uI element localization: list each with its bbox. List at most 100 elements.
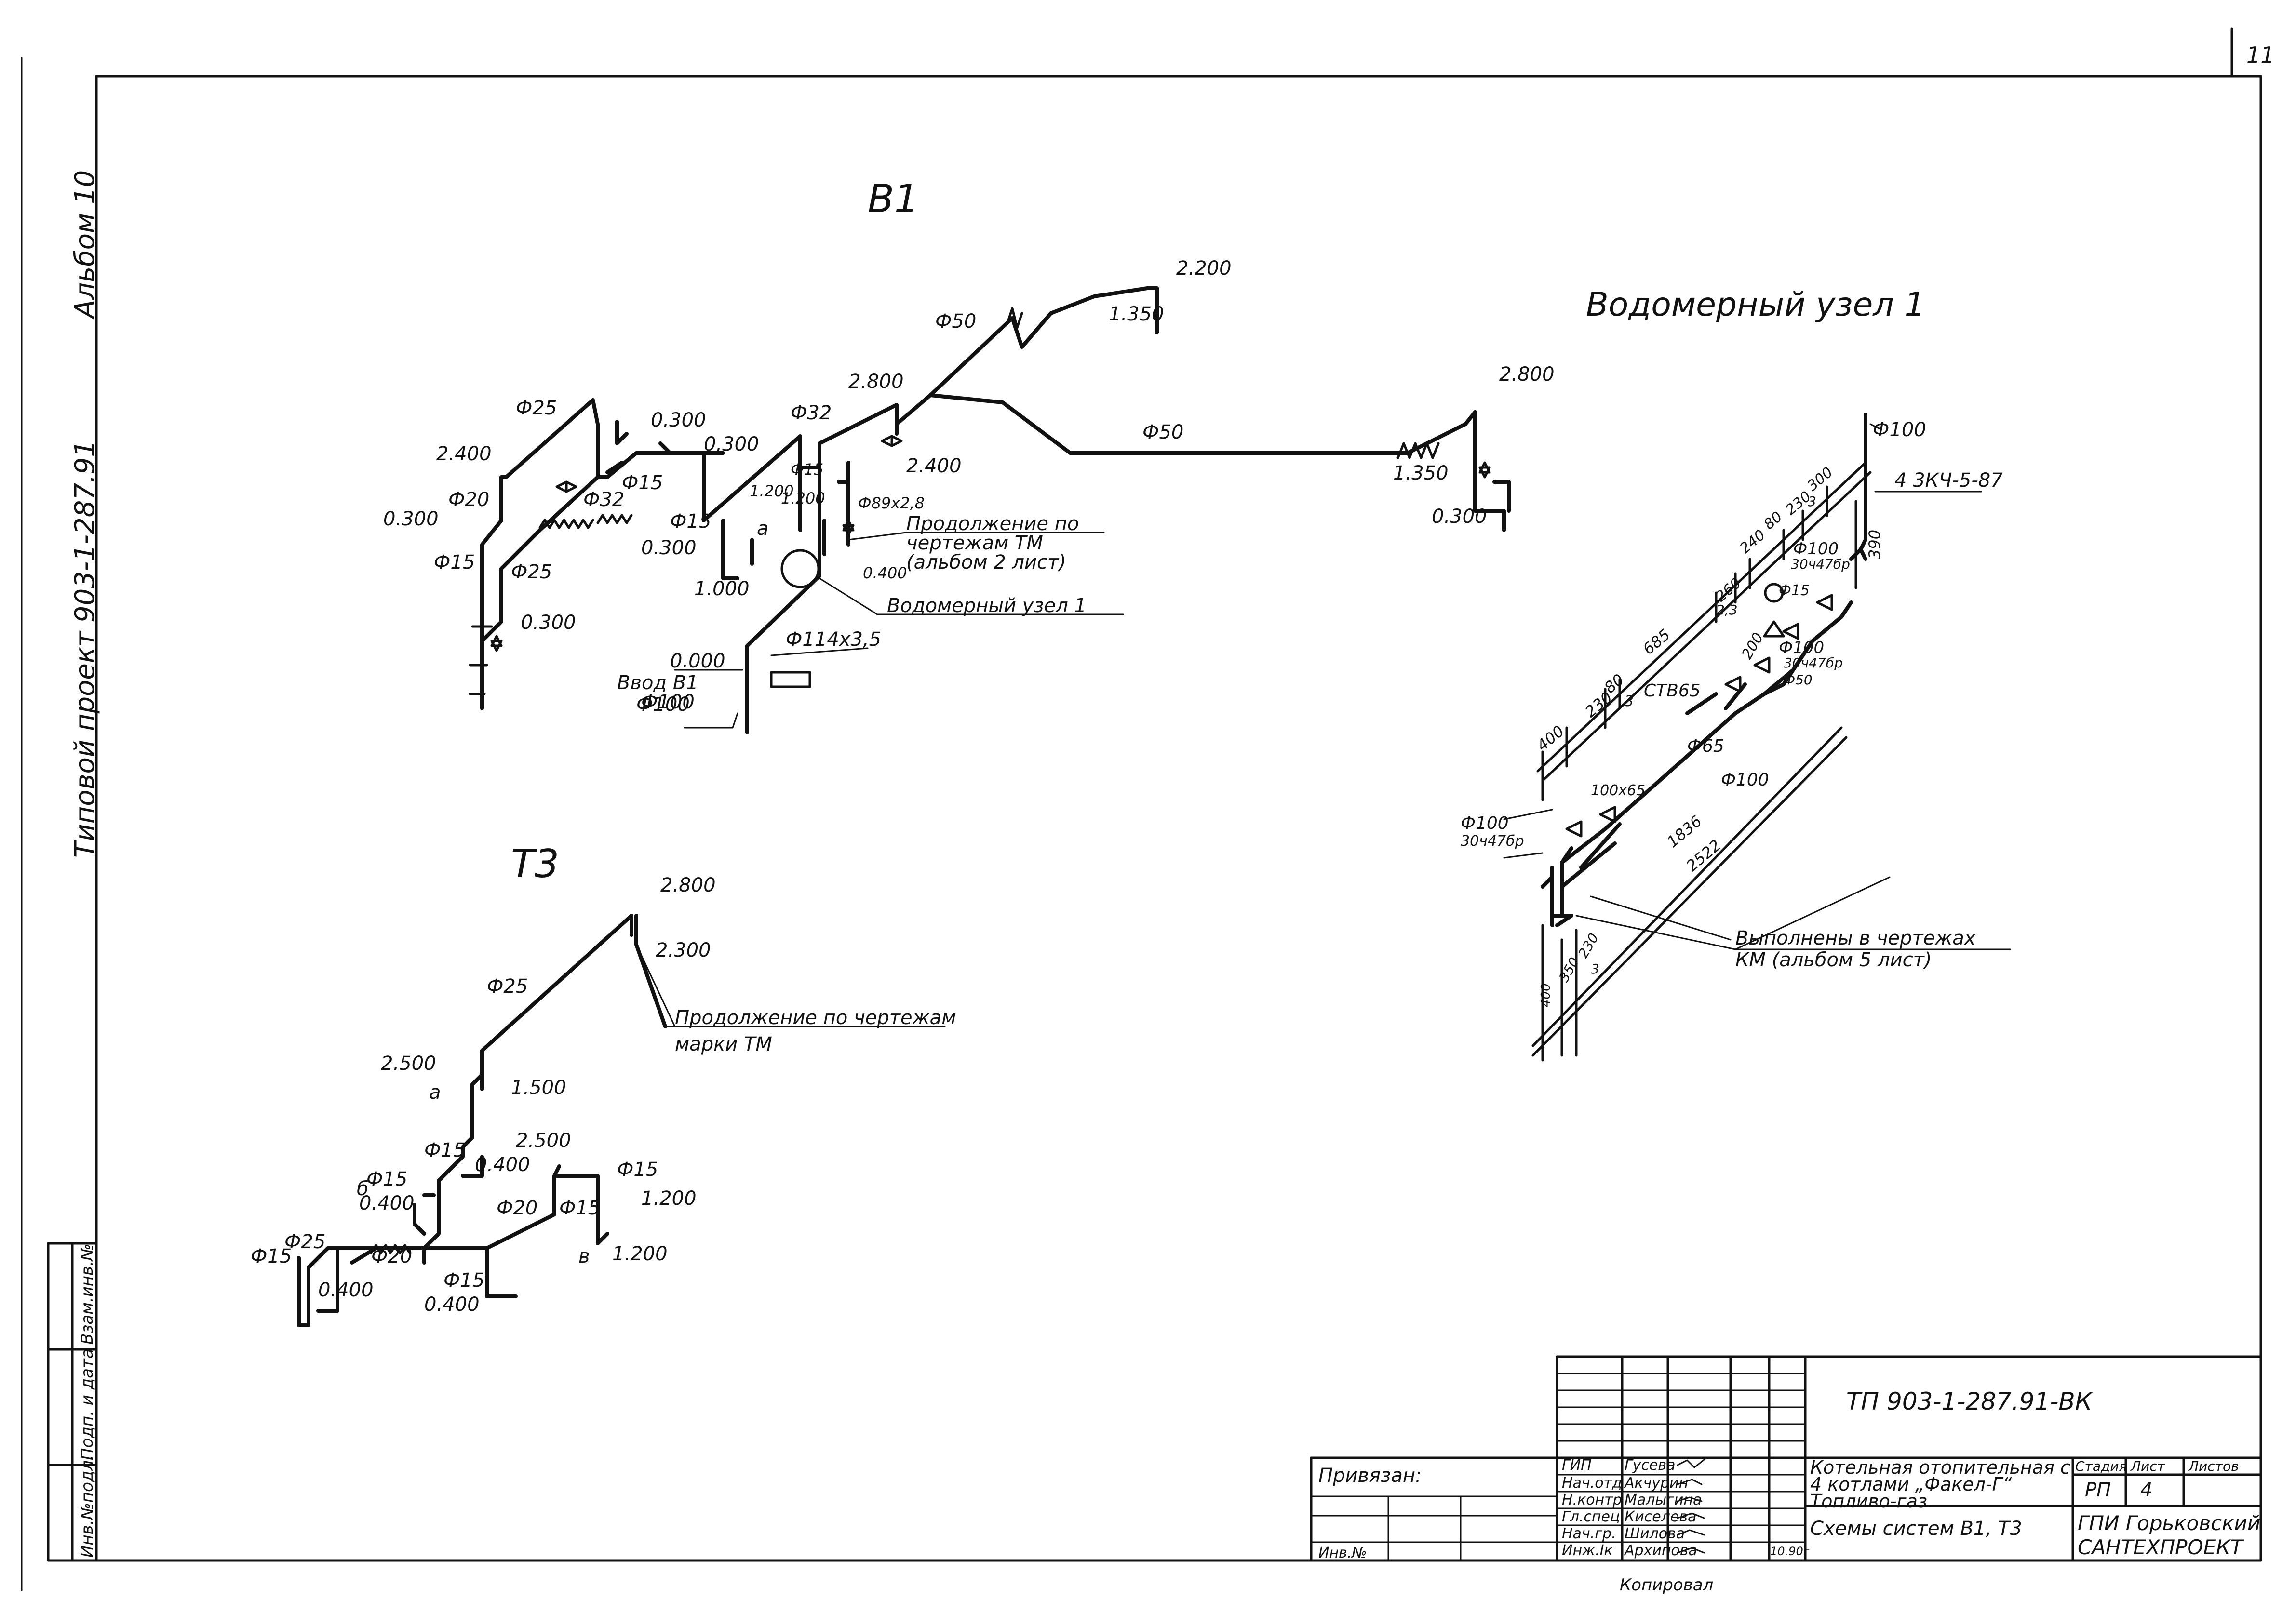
b1-zigzag-3 bbox=[538, 519, 594, 529]
dim-label: 390 bbox=[1866, 530, 1884, 559]
label: Ф15 bbox=[434, 551, 475, 573]
label: Ф65 bbox=[1687, 736, 1724, 756]
b1-riser-d50 bbox=[928, 286, 1159, 397]
dim-label: 685 bbox=[1639, 626, 1674, 658]
label: Ф15 bbox=[559, 1197, 600, 1219]
project-name-line: Котельная отопительная с bbox=[1810, 1457, 2070, 1478]
label: Ф15 bbox=[622, 472, 663, 494]
label: 2.800 bbox=[848, 371, 904, 393]
label: 4 3КЧ-5-87 bbox=[1894, 469, 2003, 492]
b1-stub-2 bbox=[721, 461, 850, 580]
b1-foundation-mark bbox=[770, 671, 811, 688]
label: 30ч47бр bbox=[1784, 655, 1843, 671]
scheme-b1-title: В1 bbox=[868, 176, 919, 221]
label: 2.200 bbox=[1176, 257, 1232, 280]
t3-network bbox=[297, 1155, 609, 1327]
label: марки ТМ bbox=[675, 1033, 772, 1055]
b1-zigzag-1 bbox=[1006, 307, 1023, 329]
dim-label: 2,3 bbox=[1716, 602, 1738, 618]
label: Ф100 bbox=[636, 693, 690, 716]
label: 0.300 bbox=[521, 612, 576, 634]
drawing-code: ТП 903-1-287.91-ВК bbox=[1846, 1387, 2094, 1415]
dim-label: 350 bbox=[1556, 955, 1582, 985]
meter-valves bbox=[1565, 594, 1833, 838]
scheme-b1: В1 Ф25 Ф20 Ф15 Ф15 bbox=[383, 176, 1555, 734]
title-block: Привязан: Инв.№ ГИП Нач.отд Н.контр Гл.с… bbox=[1310, 1355, 2262, 1595]
label: Ф50 bbox=[1784, 672, 1813, 688]
label: КМ (альбом 5 лист) bbox=[1735, 949, 1932, 971]
label: а bbox=[429, 1081, 441, 1104]
label: Продолжение по чертежам bbox=[675, 1007, 956, 1029]
stage-value: РП bbox=[2085, 1479, 2111, 1501]
role-label: Н.контр bbox=[1562, 1492, 1622, 1508]
label: Ф32 bbox=[583, 489, 624, 511]
role-label: Гл.спец bbox=[1562, 1508, 1620, 1525]
stamp-label: Подп. и дата bbox=[78, 1348, 97, 1460]
header-stage: Стадия bbox=[2075, 1458, 2127, 1474]
dim-label: 240 bbox=[1737, 527, 1769, 558]
label: 1.200 bbox=[641, 1187, 697, 1210]
label: Ф15 bbox=[251, 1245, 292, 1267]
label: чертежам ТМ bbox=[906, 532, 1043, 554]
label: СТВ65 bbox=[1644, 681, 1701, 701]
meter-labels: Ф100 4 3КЧ-5-87 Ф100 30ч47бр Ф100 30ч47б… bbox=[1461, 419, 2003, 1007]
label: 2.800 bbox=[660, 874, 716, 896]
label: 1.500 bbox=[511, 1077, 566, 1099]
label: 2.300 bbox=[656, 939, 711, 961]
t3-labels: 2.800 2.300 Ф25 Ф25 2.500 2.500 1.500 Ф1… bbox=[251, 874, 956, 1316]
label: 1.200 bbox=[612, 1243, 668, 1265]
inv-label: Инв.№ bbox=[1318, 1545, 1367, 1561]
label: 0.300 bbox=[641, 537, 697, 559]
meter-branch bbox=[1550, 682, 1747, 927]
label: Ф15 bbox=[443, 1269, 484, 1292]
label: 100х65 bbox=[1591, 782, 1645, 799]
role-label: Нач.отд bbox=[1562, 1475, 1622, 1492]
label: 2.800 bbox=[1499, 363, 1555, 386]
scheme-meter-unit: Водомерный узел 1 Ф100 4 3КЧ-5-87 Ф100 3… bbox=[1461, 286, 2011, 1062]
label: Ф89х2,8 bbox=[858, 494, 925, 512]
label: Ф15 bbox=[424, 1139, 465, 1161]
meter-gauge-icon bbox=[1764, 583, 1784, 603]
sheet-value: 4 bbox=[2140, 1479, 2152, 1501]
revision-grid bbox=[1556, 1355, 2262, 1562]
dim-label: 3 bbox=[1808, 493, 1816, 509]
label: 0.400 bbox=[359, 1192, 415, 1214]
dim-label: 1836 bbox=[1664, 812, 1705, 851]
label: 30ч47бр bbox=[1791, 556, 1850, 572]
binding-box bbox=[1310, 1456, 1558, 1562]
label: Водомерный узел 1 bbox=[887, 595, 1087, 617]
meter-unit-title: Водомерный узел 1 bbox=[1586, 286, 1925, 324]
role-label: ГИП bbox=[1562, 1457, 1592, 1474]
label: Ф20 bbox=[371, 1245, 412, 1267]
page-number: 11 bbox=[2246, 42, 2275, 68]
label: Ф32 bbox=[791, 402, 832, 424]
meter-leaders bbox=[1503, 423, 2011, 950]
label: Ф25 bbox=[511, 561, 552, 583]
label: Ф25 bbox=[284, 1231, 325, 1253]
project-name: Котельная отопительная с 4 котлами „Факе… bbox=[1810, 1457, 2070, 1512]
label: 2.500 bbox=[381, 1053, 436, 1075]
label: 0.300 bbox=[383, 508, 439, 530]
label: Ф15 bbox=[617, 1159, 658, 1181]
name-label: Киселева bbox=[1625, 1508, 1696, 1525]
label: Ф100 bbox=[1779, 638, 1824, 657]
label: 30ч47бр bbox=[1461, 833, 1524, 850]
label: Ф15 bbox=[1779, 582, 1810, 599]
name-label: Малыгина bbox=[1625, 1492, 1702, 1508]
dim-label: 80 bbox=[1761, 508, 1786, 533]
dim-label: 230 bbox=[1575, 931, 1601, 961]
label: 0.300 bbox=[1432, 506, 1487, 528]
b1-left-network bbox=[480, 398, 821, 710]
b1-stub-1 bbox=[605, 420, 672, 474]
b1-valve-icons bbox=[490, 435, 1491, 652]
name-label: Акчурин bbox=[1624, 1475, 1688, 1492]
b1-meter-riser bbox=[1473, 410, 1511, 532]
b1-main-pipe bbox=[745, 393, 1477, 734]
label: Ф100 bbox=[1873, 419, 1926, 441]
label: 2.500 bbox=[516, 1130, 571, 1152]
label: Ф50 bbox=[935, 310, 976, 333]
label: 0.300 bbox=[651, 409, 706, 431]
label: Ф100 bbox=[1793, 539, 1839, 559]
b1-left-branch bbox=[469, 582, 493, 695]
